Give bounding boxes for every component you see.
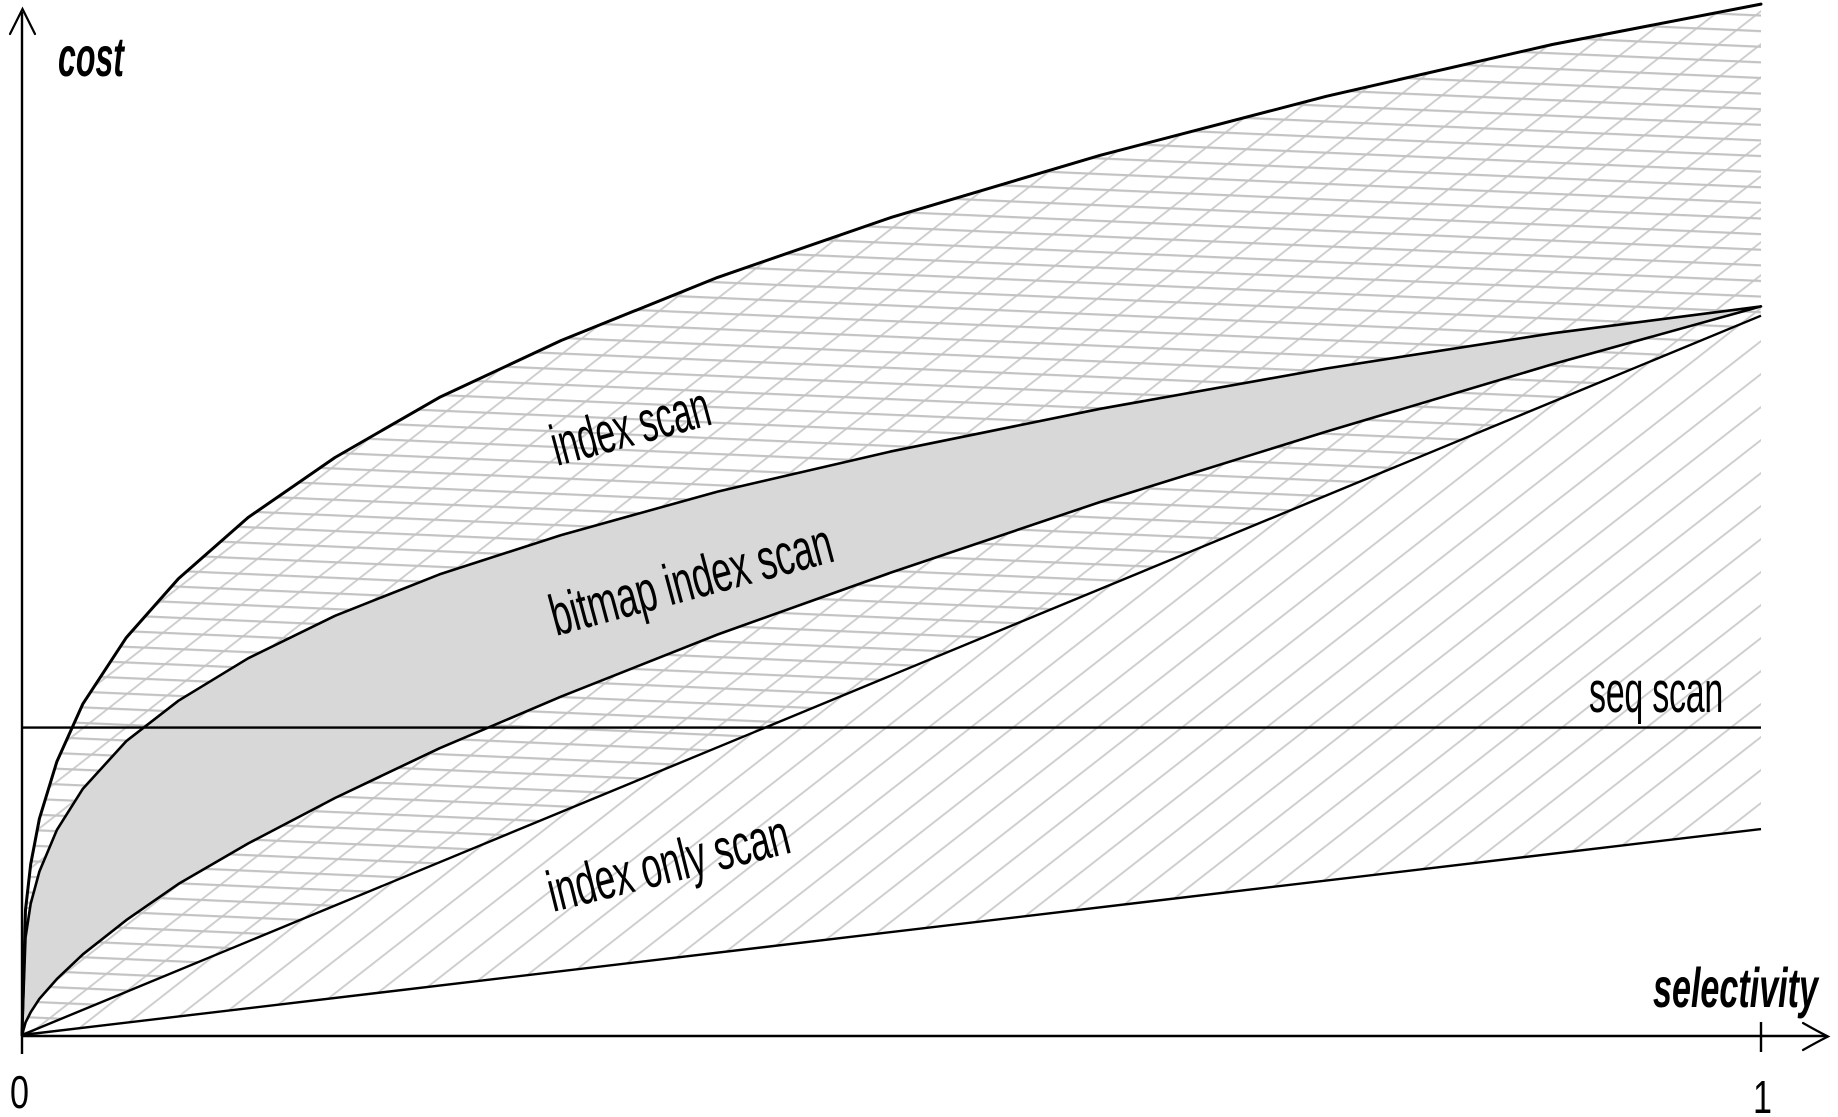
y-axis-title: cost: [58, 25, 125, 88]
bitmap-index-scan-band: [20, 305, 1763, 1037]
index-scan-curve: [20, 2, 1763, 1037]
index-only-scan-lower-bound-line: [21, 827, 1762, 1037]
x-tick-label-0: 0: [10, 1066, 29, 1117]
x-axis-title: selectivity: [1653, 956, 1820, 1019]
y-axis-arrow-icon: [8, 6, 37, 36]
x-axis-arrow-icon: [1801, 1021, 1831, 1052]
x-tick-label-1: 1: [1753, 1071, 1772, 1117]
index-scan-lower-bound-line: [21, 314, 1762, 1037]
seq-scan-label: seq scan: [1589, 660, 1723, 725]
